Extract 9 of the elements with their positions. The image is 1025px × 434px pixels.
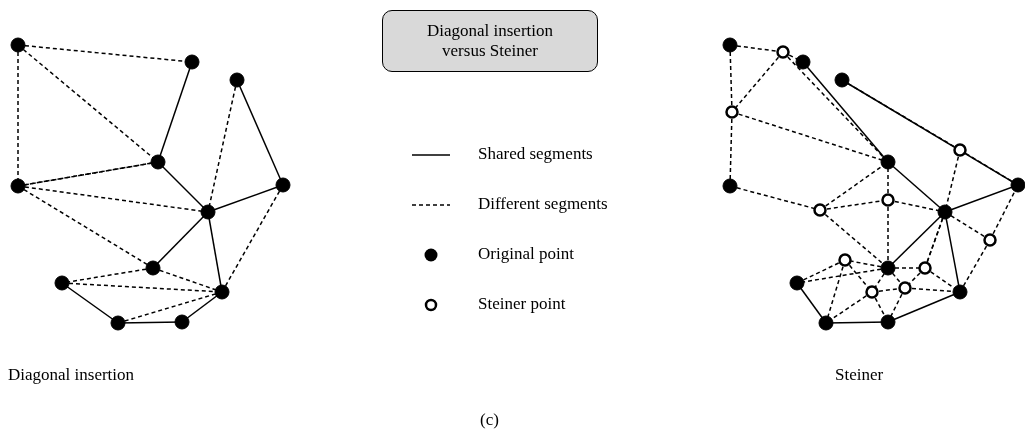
figure-caption: Diagonal insertion bbox=[8, 365, 135, 385]
heading-text: Diagonal insertion versus Steiner bbox=[425, 21, 555, 61]
rounded-box bbox=[382, 10, 598, 72]
legend-text: Original point bbox=[478, 244, 574, 264]
legend-text: Shared segments bbox=[478, 144, 593, 164]
panel-label: (c) bbox=[480, 410, 499, 430]
legend-text: Different segments bbox=[478, 194, 608, 214]
legend-text: Steiner point bbox=[478, 294, 566, 314]
figure-caption: Steiner bbox=[835, 365, 884, 385]
